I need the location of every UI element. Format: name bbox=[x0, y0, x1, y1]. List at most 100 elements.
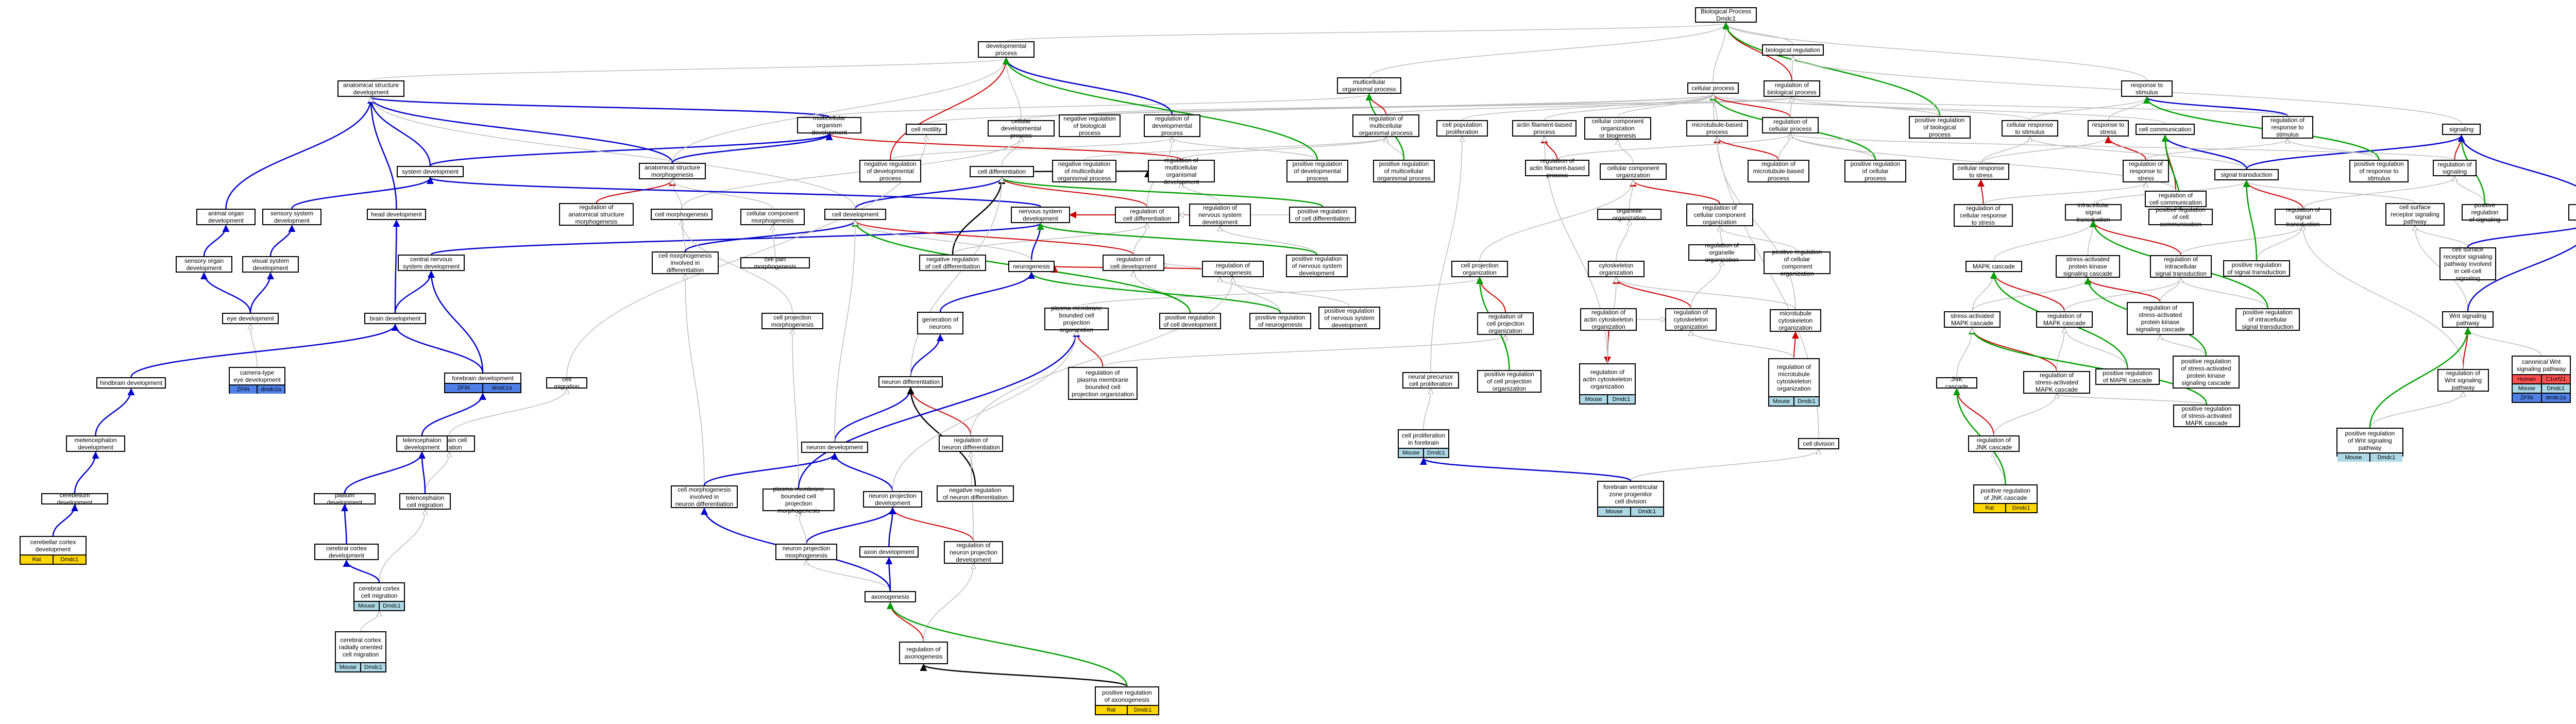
go-term-node[interactable]: animal organ development bbox=[196, 209, 256, 225]
go-term-node[interactable]: regulation of multicellular organismal p… bbox=[1352, 114, 1419, 137]
go-term-node[interactable]: telencephalon development bbox=[396, 435, 448, 452]
go-term-node[interactable]: neuron projection development bbox=[863, 491, 922, 508]
go-term-node[interactable]: regulation of Wnt signaling pathway bbox=[2437, 369, 2489, 392]
go-term-node[interactable]: negative regulation of multicellular org… bbox=[1052, 160, 1116, 182]
go-term-node[interactable]: positive regulation of stress-activated … bbox=[2173, 405, 2240, 427]
go-term-node[interactable]: visual system development bbox=[242, 256, 299, 273]
go-term-node[interactable]: cell morphogenesis involved in neuron di… bbox=[671, 485, 738, 508]
go-term-node[interactable]: positive regulation of cell projection o… bbox=[1477, 370, 1541, 393]
go-term-node[interactable]: regulation of actin cytoskeleton organiz… bbox=[1579, 363, 1636, 405]
go-term-node[interactable]: neuron development bbox=[801, 442, 868, 453]
go-term-node[interactable]: hindbrain development bbox=[96, 377, 166, 389]
go-term-node[interactable]: cell division bbox=[1798, 438, 1839, 449]
go-term-node[interactable]: generation of neurons bbox=[917, 312, 963, 334]
go-term-node[interactable]: nervous system development bbox=[1011, 207, 1070, 223]
go-term-node[interactable]: forebrain ventricular zone progenitor ce… bbox=[1597, 481, 1664, 517]
go-term-node[interactable]: system development bbox=[397, 166, 464, 177]
go-term-node[interactable]: cell morphogenesis involved in different… bbox=[652, 251, 719, 274]
go-term-node[interactable]: organelle organization bbox=[1597, 207, 1662, 222]
go-term-node[interactable]: cellular response to stimulus bbox=[2002, 120, 2058, 137]
go-term-node[interactable]: positive regulation of cell development bbox=[1159, 313, 1221, 329]
go-term-node[interactable]: regulation of microtubule cytoskeleton o… bbox=[1768, 358, 1820, 407]
go-term-node[interactable]: intracellular signal transduction bbox=[2065, 201, 2122, 223]
go-term-node[interactable]: cell migration bbox=[546, 376, 587, 390]
go-term-node[interactable]: sensory system development bbox=[262, 209, 321, 225]
go-term-node[interactable]: positive regulation of signal transducti… bbox=[2223, 260, 2290, 277]
go-term-node[interactable]: positive regulation of cellular process bbox=[1844, 160, 1906, 182]
go-term-node[interactable]: sensory organ development bbox=[176, 256, 232, 273]
go-term-node[interactable]: stress-activated MAPK cascade bbox=[1944, 311, 2001, 328]
go-term-node[interactable]: Biological Process Dmdc1 bbox=[1695, 7, 1757, 23]
go-term-node[interactable]: positive regulation of signaling bbox=[2462, 201, 2508, 223]
go-term-node[interactable]: biological regulation bbox=[1762, 44, 1824, 56]
go-term-node[interactable]: regulation of cell projection organizati… bbox=[1477, 312, 1534, 335]
go-term-node[interactable]: multicellular organismal process bbox=[1337, 77, 1401, 94]
go-term-node[interactable]: neuron projection morphogenesis bbox=[775, 544, 837, 560]
go-term-node[interactable]: cell development bbox=[824, 209, 886, 220]
go-term-node[interactable]: regulation of actin cytoskeleton organiz… bbox=[1580, 308, 1637, 331]
go-term-node[interactable]: cell projection morphogenesis bbox=[761, 313, 823, 329]
go-term-node[interactable]: regulation of signaling bbox=[2433, 160, 2477, 176]
go-term-node[interactable]: regulation of cellular response to stres… bbox=[1954, 204, 2013, 227]
go-term-node[interactable]: microtubule cytoskeleton organization bbox=[1770, 309, 1821, 332]
go-term-node[interactable]: cell projection organization bbox=[1451, 261, 1508, 277]
go-term-node[interactable]: head development bbox=[367, 209, 426, 220]
go-term-node[interactable]: regulation of developmental process bbox=[1144, 114, 1200, 137]
go-term-node[interactable]: regulation of axonogenesis bbox=[899, 642, 948, 664]
go-term-node[interactable]: cellular component organization bbox=[1600, 163, 1667, 180]
go-term-node[interactable]: regulation of JNK cascade bbox=[1968, 435, 2020, 452]
go-term-node[interactable]: signaling bbox=[2442, 124, 2481, 135]
go-term-node[interactable]: regulation of cell differentiation bbox=[1115, 207, 1179, 223]
go-term-node[interactable]: positive regulation of response to stimu… bbox=[2349, 160, 2409, 182]
go-term-node[interactable]: regulation of actin filament-based proce… bbox=[1525, 157, 1589, 179]
go-term-node[interactable]: positive regulation of MAPK cascade bbox=[2095, 368, 2160, 385]
go-term-node[interactable]: regulation of anatomical structure morph… bbox=[559, 203, 634, 226]
go-term-node[interactable]: response to stimulus bbox=[2121, 80, 2173, 97]
go-term-node[interactable]: regulation of cytoskeleton organization bbox=[1665, 308, 1717, 331]
go-term-node[interactable]: cell communication bbox=[2136, 124, 2195, 135]
go-term-node[interactable]: signal transduction bbox=[2214, 169, 2279, 180]
go-term-node[interactable]: regulation of cellular process bbox=[1762, 117, 1819, 133]
go-term-node[interactable]: negative regulation of developmental pro… bbox=[859, 160, 921, 182]
go-term-node[interactable]: cellular response to stress bbox=[1953, 163, 2009, 180]
go-term-node[interactable]: positive regulation of stress-activated … bbox=[2173, 356, 2240, 389]
go-term-node[interactable]: cell-cell signaling by wnt bbox=[2568, 204, 2576, 221]
go-term-node[interactable]: regulation of stress-activated protein k… bbox=[2127, 302, 2194, 335]
go-term-node[interactable]: cerebral cortex radially oriented cell m… bbox=[335, 631, 386, 672]
go-term-node[interactable]: regulation of multicellular organismal d… bbox=[1148, 157, 1215, 186]
go-term-node[interactable]: plasma membrane bounded cell projection … bbox=[1044, 305, 1109, 333]
go-term-node[interactable]: metencephalon development bbox=[66, 435, 125, 452]
go-term-node[interactable]: anatomical structure morphogenesis bbox=[639, 163, 706, 179]
go-term-node[interactable]: regulation of MAPK cascade bbox=[2036, 311, 2093, 328]
go-term-node[interactable]: brain development bbox=[364, 313, 426, 324]
go-term-node[interactable]: cell morphogenesis bbox=[651, 209, 713, 220]
go-term-node[interactable]: cerebellum development bbox=[41, 492, 108, 506]
go-term-node[interactable]: negative regulation of cell differentiat… bbox=[919, 255, 986, 271]
go-term-node[interactable]: positive regulation of intracellular sig… bbox=[2235, 308, 2300, 331]
go-term-node[interactable]: negative regulation of biological proces… bbox=[1059, 114, 1121, 137]
go-term-node[interactable]: regulation of signal transduction bbox=[2275, 206, 2331, 228]
go-term-node[interactable]: regulation of cell communication bbox=[2145, 191, 2207, 207]
go-term-node[interactable]: developmental process bbox=[978, 41, 1035, 58]
go-term-node[interactable]: plasma membrane bounded cell projection … bbox=[762, 485, 835, 514]
go-term-node[interactable]: positive regulation of cell differentiat… bbox=[1289, 207, 1356, 223]
go-term-node[interactable]: axonogenesis bbox=[865, 591, 916, 602]
go-term-node[interactable]: cell part morphogenesis bbox=[740, 256, 810, 270]
go-term-node[interactable]: negative regulation of neuron differenti… bbox=[937, 485, 1014, 502]
go-term-node[interactable]: regulation of response to stress bbox=[2123, 160, 2169, 182]
go-term-node[interactable]: positive regulation of developmental pro… bbox=[1286, 160, 1348, 182]
go-term-node[interactable]: regulation of neuron differentiation bbox=[939, 435, 1003, 452]
go-term-node[interactable]: response to stress bbox=[2088, 120, 2129, 137]
go-term-node[interactable]: cell motility bbox=[906, 124, 947, 135]
go-term-node[interactable]: positive regulation of neurogenesis bbox=[1249, 313, 1311, 329]
go-term-node[interactable]: cerebral cortex development bbox=[314, 544, 379, 560]
go-term-node[interactable]: regulation of response to stimulus bbox=[2262, 116, 2313, 139]
go-term-node[interactable]: neuron differentiation bbox=[878, 376, 943, 388]
go-term-node[interactable]: MAPK cascade bbox=[1965, 261, 2022, 272]
